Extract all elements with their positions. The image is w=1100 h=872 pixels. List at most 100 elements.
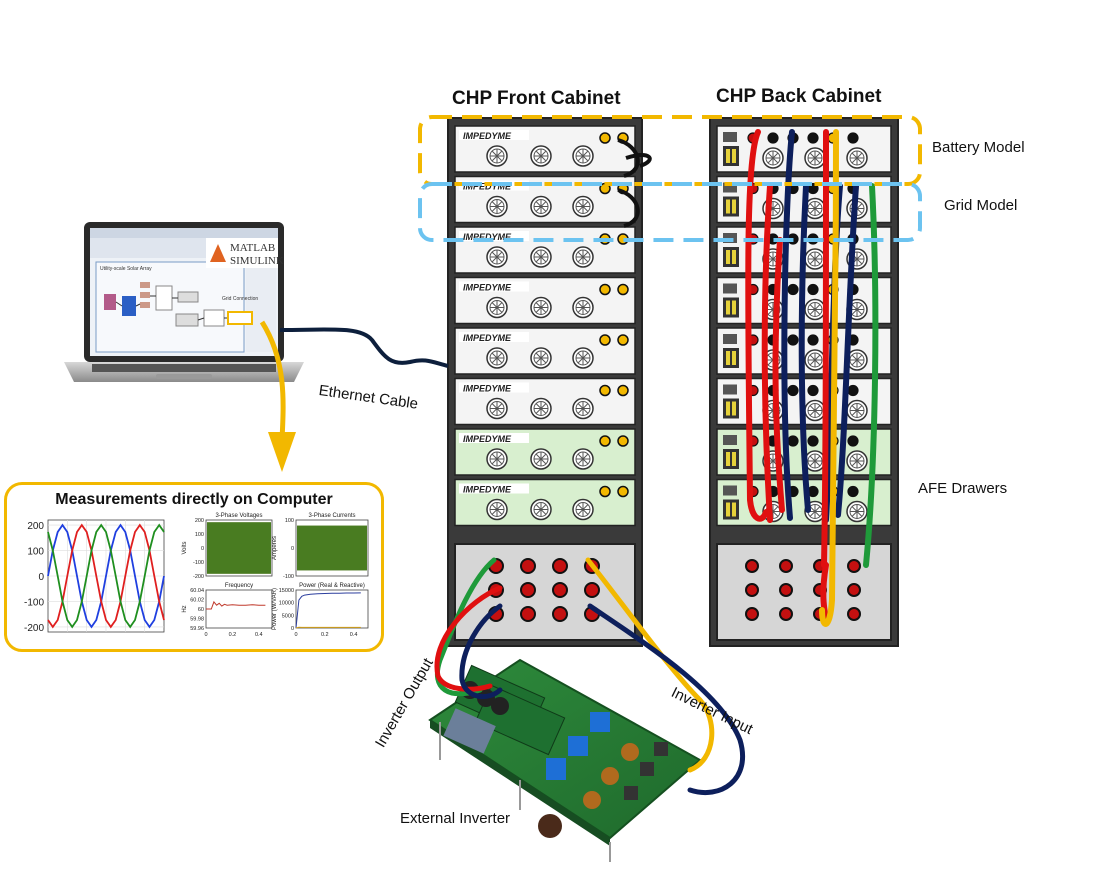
connector-pin bbox=[732, 502, 736, 517]
terminal-jack bbox=[552, 606, 568, 622]
fan-blades bbox=[534, 250, 548, 264]
terminal-jack bbox=[847, 583, 861, 597]
fan-blades bbox=[850, 252, 864, 266]
drawer-knob-icon bbox=[599, 485, 611, 498]
banana-jack bbox=[807, 334, 819, 346]
front-drawer: IMPEDYME bbox=[454, 125, 636, 173]
afe-drawers-label: AFE Drawers bbox=[918, 480, 1008, 497]
fan-blades bbox=[490, 351, 504, 365]
terminal-jack bbox=[779, 607, 793, 621]
ethernet-cable bbox=[279, 327, 449, 368]
banana-jack bbox=[787, 334, 799, 346]
front-drawer-list: IMPEDYMEIMPEDYMEIMPEDYMEIMPEDYMEIMPEDYME… bbox=[454, 125, 636, 527]
terminal-jack bbox=[745, 559, 759, 573]
drawer-brand: IMPEDYME bbox=[463, 131, 512, 141]
battery-model-highlight bbox=[418, 115, 922, 186]
front-drawer: IMPEDYME bbox=[454, 428, 636, 476]
fan-blades bbox=[808, 252, 822, 266]
fan-blades bbox=[490, 199, 504, 214]
back-terminal-list bbox=[745, 559, 861, 621]
connector-pin bbox=[726, 502, 730, 517]
brand-plate bbox=[459, 130, 529, 140]
connector-block bbox=[723, 348, 739, 368]
front-drawer: IMPEDYME bbox=[454, 226, 636, 274]
connector-pin bbox=[732, 250, 736, 264]
terminal-jack bbox=[745, 607, 759, 621]
drawer-brand: IMPEDYME bbox=[463, 182, 512, 192]
fan-blades bbox=[576, 300, 590, 315]
brand-plate bbox=[459, 382, 529, 393]
drawer-knob-icon bbox=[599, 334, 611, 346]
fan-blades bbox=[766, 454, 780, 468]
front-jumpers bbox=[617, 138, 652, 228]
banana-jack bbox=[807, 435, 819, 447]
banana-jack bbox=[847, 384, 859, 397]
fan-blades bbox=[808, 151, 822, 165]
drawer-brand: IMPEDYME bbox=[463, 485, 512, 495]
laptop: Utility-scale Solar Array Grid Connectio… bbox=[64, 222, 304, 382]
power-inlet-icon bbox=[723, 384, 737, 395]
drawer-brand: IMPEDYME bbox=[463, 232, 512, 242]
fan-blades bbox=[808, 302, 822, 317]
fan-blades bbox=[576, 401, 590, 416]
connector-pin bbox=[726, 300, 730, 315]
fan-blades bbox=[576, 199, 590, 214]
brand-plate bbox=[459, 281, 529, 292]
connector-block bbox=[723, 499, 739, 520]
connector-block bbox=[723, 297, 739, 318]
fan-blades bbox=[808, 504, 822, 519]
power-inlet-icon bbox=[723, 132, 737, 142]
terminal-jack bbox=[520, 582, 536, 598]
fan-blades bbox=[534, 351, 548, 365]
drawer-knob-icon bbox=[617, 283, 629, 296]
drawer-knob-icon bbox=[617, 334, 629, 346]
fan-blades bbox=[850, 454, 864, 468]
drawer-brand: IMPEDYME bbox=[463, 333, 512, 343]
drawer-knob-icon bbox=[617, 435, 629, 447]
back-drawer bbox=[716, 125, 892, 173]
fan-blades bbox=[490, 452, 504, 466]
fan-blades bbox=[808, 403, 822, 418]
banana-jack bbox=[807, 283, 819, 296]
fan-blades bbox=[766, 201, 780, 216]
fan-blades bbox=[576, 452, 590, 466]
fan-blades bbox=[850, 302, 864, 317]
banana-jack bbox=[847, 132, 859, 144]
brand-plate bbox=[459, 433, 529, 443]
simulink-logo-text: SIMULINK bbox=[230, 255, 284, 267]
terminal-jack bbox=[552, 582, 568, 598]
fan-blades bbox=[576, 351, 590, 365]
fan-blades bbox=[850, 403, 864, 418]
back-cabinet-title: CHP Back Cabinet bbox=[716, 86, 882, 107]
banana-jack bbox=[787, 435, 799, 447]
front-cabinet: IMPEDYMEIMPEDYMEIMPEDYMEIMPEDYMEIMPEDYME… bbox=[447, 117, 643, 647]
banana-jack bbox=[847, 485, 859, 498]
connector-block bbox=[723, 449, 739, 469]
measurements-panel: Measurements directly on Computer bbox=[4, 482, 384, 652]
fan-blades bbox=[808, 353, 822, 367]
brand-plate bbox=[459, 231, 529, 241]
banana-jack bbox=[787, 283, 799, 296]
drawer-knob-icon bbox=[599, 283, 611, 296]
fan-blades bbox=[534, 452, 548, 466]
fan-blades bbox=[766, 504, 780, 519]
connector-pin bbox=[732, 199, 736, 214]
fan-blades bbox=[490, 300, 504, 315]
connector-block bbox=[723, 146, 739, 166]
drawer-knob-icon bbox=[617, 384, 629, 397]
fan-blades bbox=[534, 401, 548, 416]
brand-plate bbox=[459, 483, 529, 494]
drawer-knob-icon bbox=[599, 132, 611, 144]
external-inverter-label: External Inverter bbox=[400, 810, 511, 827]
terminal-jack bbox=[745, 583, 759, 597]
external-inverter bbox=[428, 658, 702, 862]
drawer-knob-icon bbox=[599, 435, 611, 447]
fan-blades bbox=[490, 250, 504, 264]
fan-blades bbox=[808, 454, 822, 468]
front-drawer: IMPEDYME bbox=[454, 377, 636, 426]
terminal-jack bbox=[779, 583, 793, 597]
terminal-jack bbox=[847, 607, 861, 621]
fan-blades bbox=[576, 502, 590, 517]
drawer-brand: IMPEDYME bbox=[463, 283, 512, 293]
